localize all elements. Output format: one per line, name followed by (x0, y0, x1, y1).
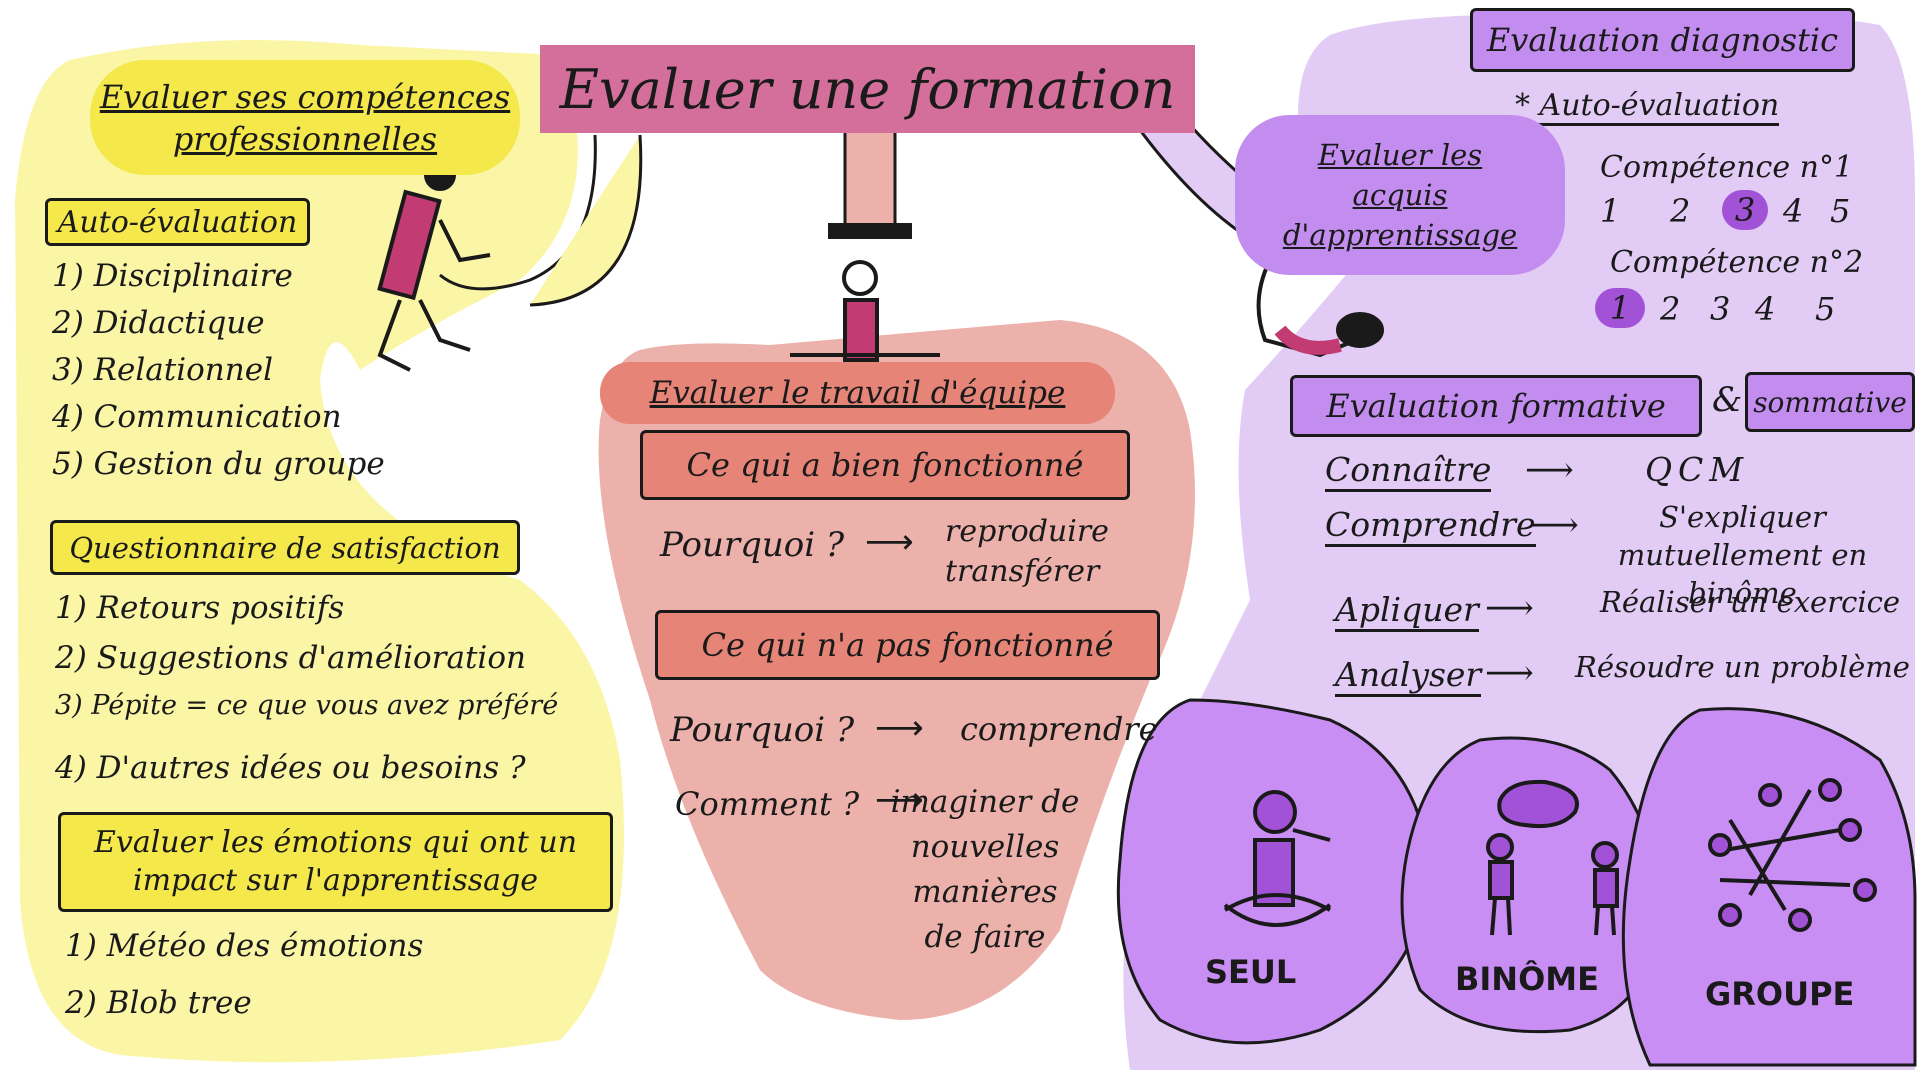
arrow-icon: ⟶ (1530, 505, 1579, 545)
not-worked-why: Pourquoi ? (670, 710, 855, 750)
scale-2-value-selected: 1 (1595, 288, 1645, 328)
emotions-label-text: Evaluer les émotions qui ont un impact s… (93, 825, 578, 898)
emotions-label: Evaluer les émotions qui ont un impact s… (58, 812, 613, 912)
arrow-icon: ⟶ (1525, 450, 1574, 490)
worked-result: reproduire transférer (945, 514, 1109, 589)
center-figure (790, 223, 940, 362)
acquis-label: Evaluer les acquis d'apprentissage (1235, 115, 1565, 275)
bloom-verb: Comprendre (1325, 505, 1536, 547)
group-label-groupe: GROUPE (1705, 975, 1855, 1013)
diagnostic-label-text: Evaluation diagnostic (1486, 21, 1839, 59)
list-item: 2) Blob tree (65, 985, 252, 1021)
diagnostic-label: Evaluation diagnostic (1470, 8, 1855, 72)
binome-figures (1486, 779, 1619, 936)
arrow-icon: ⟶ (1485, 588, 1534, 628)
bloom-result: S'expliquer mutuellement en binôme (1617, 500, 1868, 610)
list-item: 3) Pépite = ce que vous avez préféré (55, 690, 559, 721)
left-arm-band-inner (529, 134, 643, 307)
scale-1-value: 5 (1830, 192, 1851, 230)
list-item: 1) Disciplinaire (52, 258, 293, 294)
left-heading-text: Evaluer ses compétences professionnelles (99, 77, 511, 158)
bloom-result: QCM (1645, 450, 1750, 489)
not-worked-why-result: comprendre (960, 710, 1158, 748)
competence-1: Compétence n°1 (1600, 150, 1854, 185)
center-heading-text: Evaluer le travail d'équipe (649, 375, 1066, 411)
group-label-seul: SEUL (1205, 953, 1297, 991)
scale-1-value-selected: 3 (1722, 190, 1768, 230)
bloom-verb: Analyser (1335, 655, 1482, 697)
group-label-binome: BINÔME (1455, 960, 1599, 998)
list-item: 4) D'autres idées ou besoins ? (55, 750, 526, 786)
competence-2: Compétence n°2 (1610, 245, 1864, 280)
questionnaire-label-text: Questionnaire de satisfaction (69, 530, 501, 565)
scale-1-value: 1 (1600, 192, 1621, 230)
scale-2-value: 2 (1660, 290, 1681, 328)
scale-2-value: 3 (1710, 290, 1731, 328)
scale-1-value: 4 (1783, 192, 1804, 230)
auto-evaluation-label: Auto-évaluation (45, 198, 310, 246)
scale-1-value: 2 (1670, 192, 1691, 230)
circle-binome (1400, 736, 1662, 1034)
auto-evaluation-label-text: Auto-évaluation (57, 204, 298, 240)
scale-2-value: 5 (1815, 290, 1836, 328)
seul-figure (1223, 790, 1332, 927)
scale-2-value: 4 (1755, 290, 1776, 328)
list-item: 1) Météo des émotions (65, 928, 424, 964)
list-item: 1) Retours positifs (55, 590, 345, 626)
worked-why: Pourquoi ? (660, 525, 845, 565)
list-item: 3) Relationnel (52, 352, 273, 388)
arrow-icon: ⟶ (875, 708, 924, 748)
not-worked-label-text: Ce qui n'a pas fonctionné (701, 626, 1114, 664)
list-item: 2) Suggestions d'amélioration (55, 640, 526, 676)
center-pole (843, 128, 897, 232)
acquis-label-text: Evaluer les acquis d'apprentissage (1282, 138, 1518, 252)
list-item: 4) Communication (52, 399, 342, 435)
left-heading: Evaluer ses compétences professionnelles (90, 60, 520, 175)
formative-label: Evaluation formative (1290, 375, 1702, 437)
list-item: 2) Didactique (52, 305, 265, 341)
center-heading: Evaluer le travail d'équipe (600, 362, 1115, 424)
diagnostic-auto: * Auto-évaluation (1515, 88, 1780, 126)
main-title: Evaluer une formation (540, 45, 1195, 133)
list-item: 5) Gestion du groupe (52, 446, 385, 482)
bloom-result: Réaliser un exercice (1600, 585, 1900, 619)
bloom-result: Résoudre un problème (1575, 650, 1910, 684)
groupe-network (1708, 778, 1877, 932)
bloom-verb: Connaître (1325, 450, 1492, 492)
left-arm-band (439, 134, 597, 291)
bloom-verb: Apliquer (1335, 590, 1479, 632)
ampersand: & (1712, 380, 1743, 420)
questionnaire-label: Questionnaire de satisfaction (50, 520, 520, 575)
not-worked-how: Comment ? (675, 785, 860, 823)
arrow-icon: ⟶ (875, 780, 924, 820)
not-worked-label: Ce qui n'a pas fonctionné (655, 610, 1160, 680)
arrow-icon: ⟶ (1485, 653, 1534, 693)
sommative-label: sommative (1745, 372, 1915, 432)
main-title-text: Evaluer une formation (559, 57, 1176, 121)
not-worked-how-result: imaginer de nouvelles manières de faire (890, 784, 1080, 955)
formative-label-text: Evaluation formative (1326, 387, 1666, 425)
worked-label: Ce qui a bien fonctionné (640, 430, 1130, 500)
worked-label-text: Ce qui a bien fonctionné (686, 446, 1084, 484)
arrow-icon: ⟶ (865, 522, 914, 562)
sommative-label-text: sommative (1753, 385, 1907, 419)
